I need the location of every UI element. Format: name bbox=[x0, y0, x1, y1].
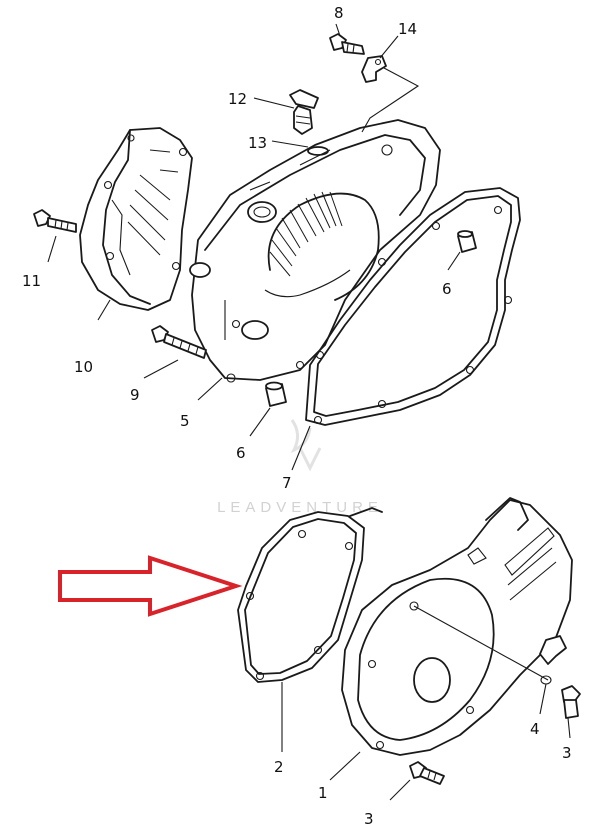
part-6-dowel-lower bbox=[265, 381, 287, 407]
part-10-cover bbox=[79, 127, 193, 311]
part-3-bolt-lower bbox=[409, 761, 445, 785]
callout-12: 12 bbox=[228, 90, 247, 108]
callout-5: 5 bbox=[180, 412, 190, 430]
callout-labels: 8 14 12 13 11 10 9 5 6 6 7 4 3 3 2 1 bbox=[22, 4, 572, 826]
part-4-clip bbox=[539, 635, 567, 685]
part-6-dowel-upper bbox=[457, 230, 477, 253]
part-1-cover bbox=[341, 497, 573, 756]
part-7-gasket bbox=[305, 187, 521, 426]
watermark: LEADVENTURE bbox=[217, 419, 383, 516]
callout-9: 9 bbox=[130, 386, 140, 404]
leader-lines bbox=[47, 23, 571, 801]
callout-3-lower: 3 bbox=[364, 810, 374, 826]
callout-3-right: 3 bbox=[562, 744, 572, 762]
callout-10: 10 bbox=[74, 358, 93, 376]
watermark-text: LEADVENTURE bbox=[217, 499, 383, 516]
callout-4: 4 bbox=[530, 720, 540, 738]
part-2-gasket bbox=[237, 507, 383, 683]
crankcase-cover bbox=[189, 119, 441, 383]
callout-7: 7 bbox=[282, 474, 292, 492]
callout-8: 8 bbox=[334, 4, 344, 22]
callout-6-lower: 6 bbox=[236, 444, 246, 462]
part-3-bolt-right bbox=[561, 685, 581, 719]
callout-6-upper: 6 bbox=[442, 280, 452, 298]
part-14-clip bbox=[361, 55, 387, 83]
part-9-bolt bbox=[151, 325, 207, 359]
callout-14: 14 bbox=[398, 20, 417, 38]
part-8-bolt bbox=[329, 33, 365, 55]
callout-11: 11 bbox=[22, 272, 41, 290]
callout-1: 1 bbox=[318, 784, 328, 802]
part-13-o-ring bbox=[307, 146, 329, 156]
part-12-plug bbox=[289, 89, 319, 135]
part-11-bolt bbox=[33, 209, 77, 233]
callout-13: 13 bbox=[248, 134, 267, 152]
callout-2: 2 bbox=[274, 758, 284, 776]
highlight-arrow bbox=[58, 555, 243, 617]
